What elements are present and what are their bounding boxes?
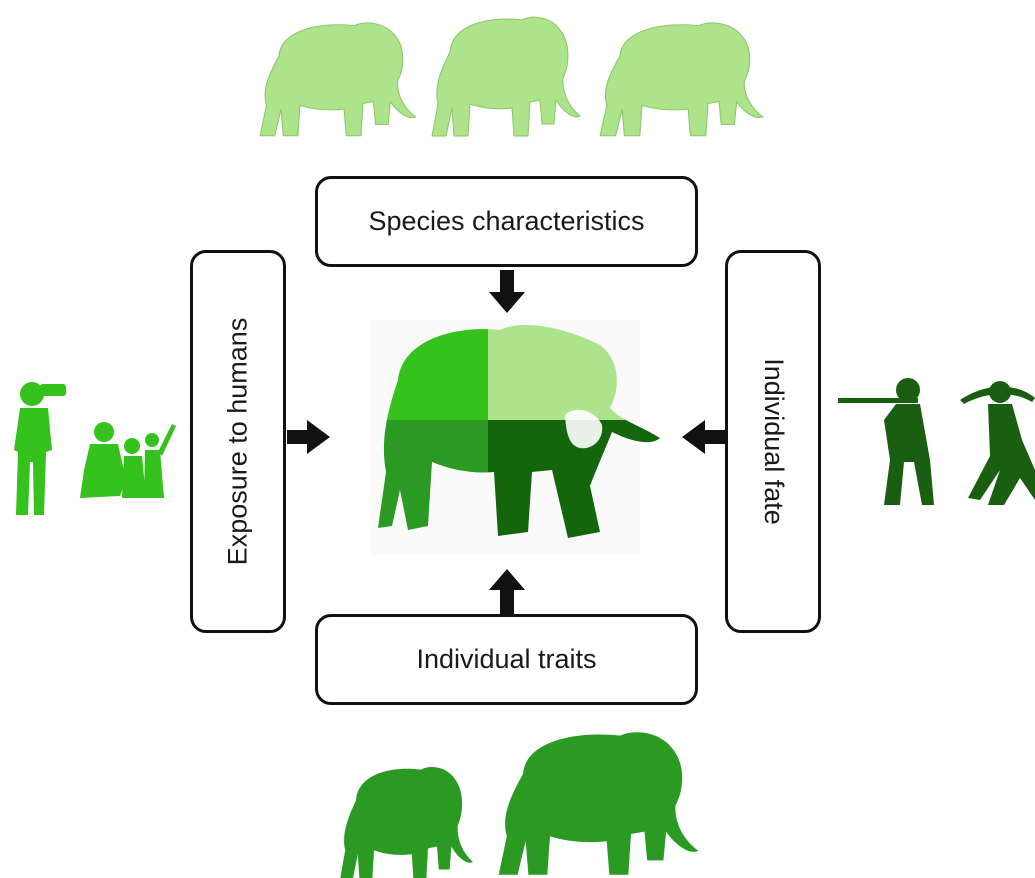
- arrow-down-from-species: [489, 270, 525, 313]
- individual-traits-box: Individual traits: [315, 614, 698, 705]
- tourists-photographing-icon: [14, 382, 176, 515]
- arrow-left-from-fate: [682, 420, 725, 454]
- individual-fate-label: Individual fate: [758, 358, 789, 525]
- exposure-to-humans-label: Exposure to humans: [222, 317, 253, 566]
- exposure-to-humans-box: Exposure to humans: [190, 250, 286, 633]
- individual-fate-box: Individual fate: [725, 250, 821, 633]
- elephant-herd-icon: [259, 16, 764, 137]
- species-characteristics-box: Species characteristics: [315, 176, 698, 267]
- elephant-family-icon: [339, 732, 699, 878]
- species-characteristics-label: Species characteristics: [368, 206, 645, 236]
- elephant-quadrant-icon: [370, 320, 660, 555]
- arrow-up-from-traits: [489, 569, 525, 614]
- arrow-right-from-exposure: [287, 420, 330, 454]
- hunters-icon: [838, 378, 1035, 505]
- individual-traits-label: Individual traits: [416, 644, 597, 674]
